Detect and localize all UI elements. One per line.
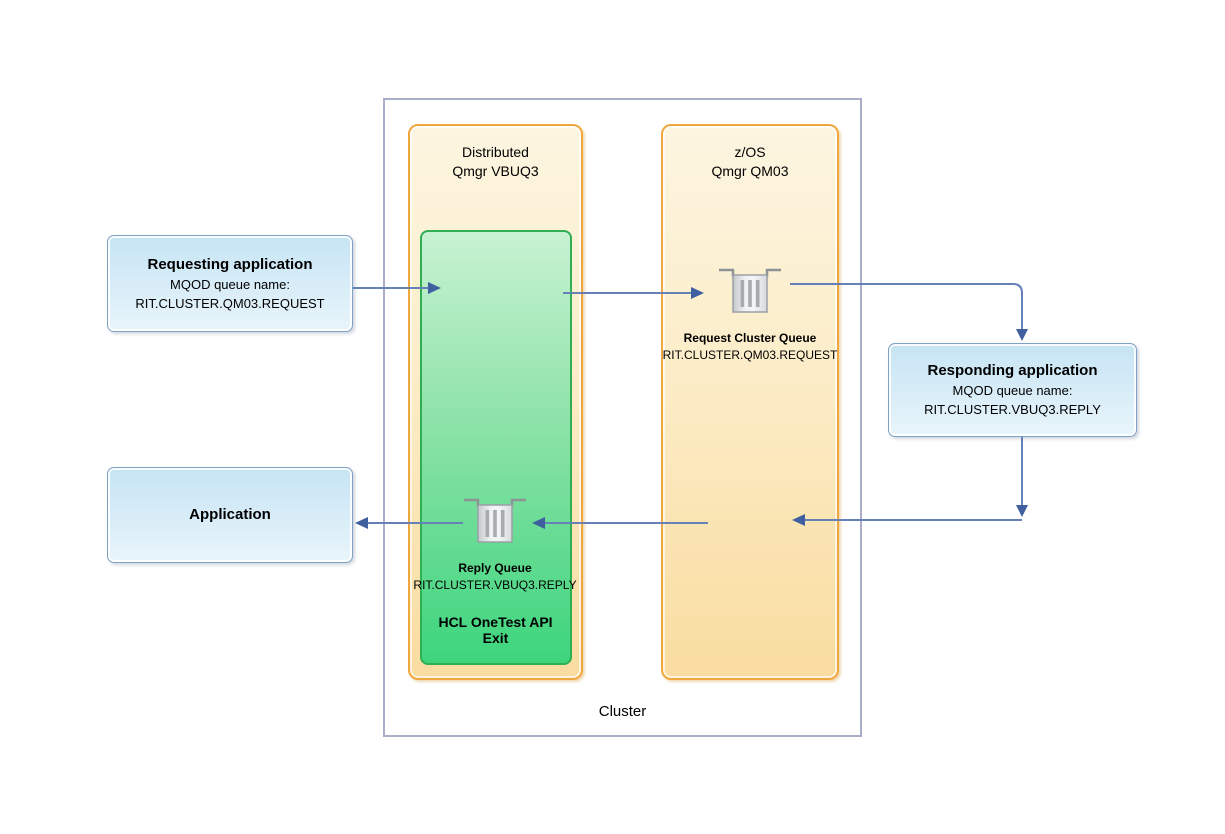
qmgr-zos-box: z/OS Qmgr QM03 (661, 124, 839, 680)
responding-application-title: Responding application (927, 362, 1098, 379)
onetest-api-exit-box (420, 230, 572, 665)
queue-icon (464, 498, 526, 543)
cluster-label: Cluster (598, 703, 647, 720)
exit-label-line1: HCL OneTest API (438, 614, 553, 630)
reply-queue: Reply Queue RIT.CLUSTER.VBUQ3.REPLY (395, 496, 595, 594)
responding-application-queue-name: RIT.CLUSTER.VBUQ3.REPLY (924, 402, 1101, 417)
responding-application-subtitle: MQOD queue name: (952, 383, 1073, 398)
qmgr-distributed-title-line2: Qmgr VBUQ3 (452, 163, 539, 179)
qmgr-distributed-title-line1: Distributed (462, 144, 529, 160)
requesting-application-subtitle: MQOD queue name: (170, 276, 290, 292)
onetest-api-exit-label: HCL OneTest API Exit (408, 614, 583, 646)
requesting-application-title: Requesting application (147, 255, 313, 273)
application-title: Application (189, 506, 271, 523)
qmgr-zos-title: z/OS Qmgr QM03 (663, 126, 837, 181)
requesting-application-box: Requesting application MQOD queue name: … (107, 235, 353, 332)
exit-label-line2: Exit (482, 630, 509, 646)
application-box: Application (107, 467, 353, 563)
reply-queue-name: RIT.CLUSTER.VBUQ3.REPLY (413, 578, 577, 592)
qmgr-zos-title-line1: z/OS (734, 144, 766, 160)
responding-application-box: Responding application MQOD queue name: … (888, 343, 1137, 437)
requesting-application-queue-name: RIT.CLUSTER.QM03.REQUEST (135, 295, 325, 311)
request-cluster-queue: Request Cluster Queue RIT.CLUSTER.QM03.R… (650, 266, 850, 364)
queue-icon (719, 268, 781, 313)
reply-queue-label: Reply Queue (458, 561, 532, 575)
qmgr-zos-title-line2: Qmgr QM03 (711, 163, 789, 179)
request-queue-name: RIT.CLUSTER.QM03.REQUEST (662, 348, 838, 362)
qmgr-distributed-title: Distributed Qmgr VBUQ3 (410, 126, 581, 181)
arrow-responding-app-down (1016, 437, 1028, 517)
request-queue-label: Request Cluster Queue (683, 331, 817, 345)
